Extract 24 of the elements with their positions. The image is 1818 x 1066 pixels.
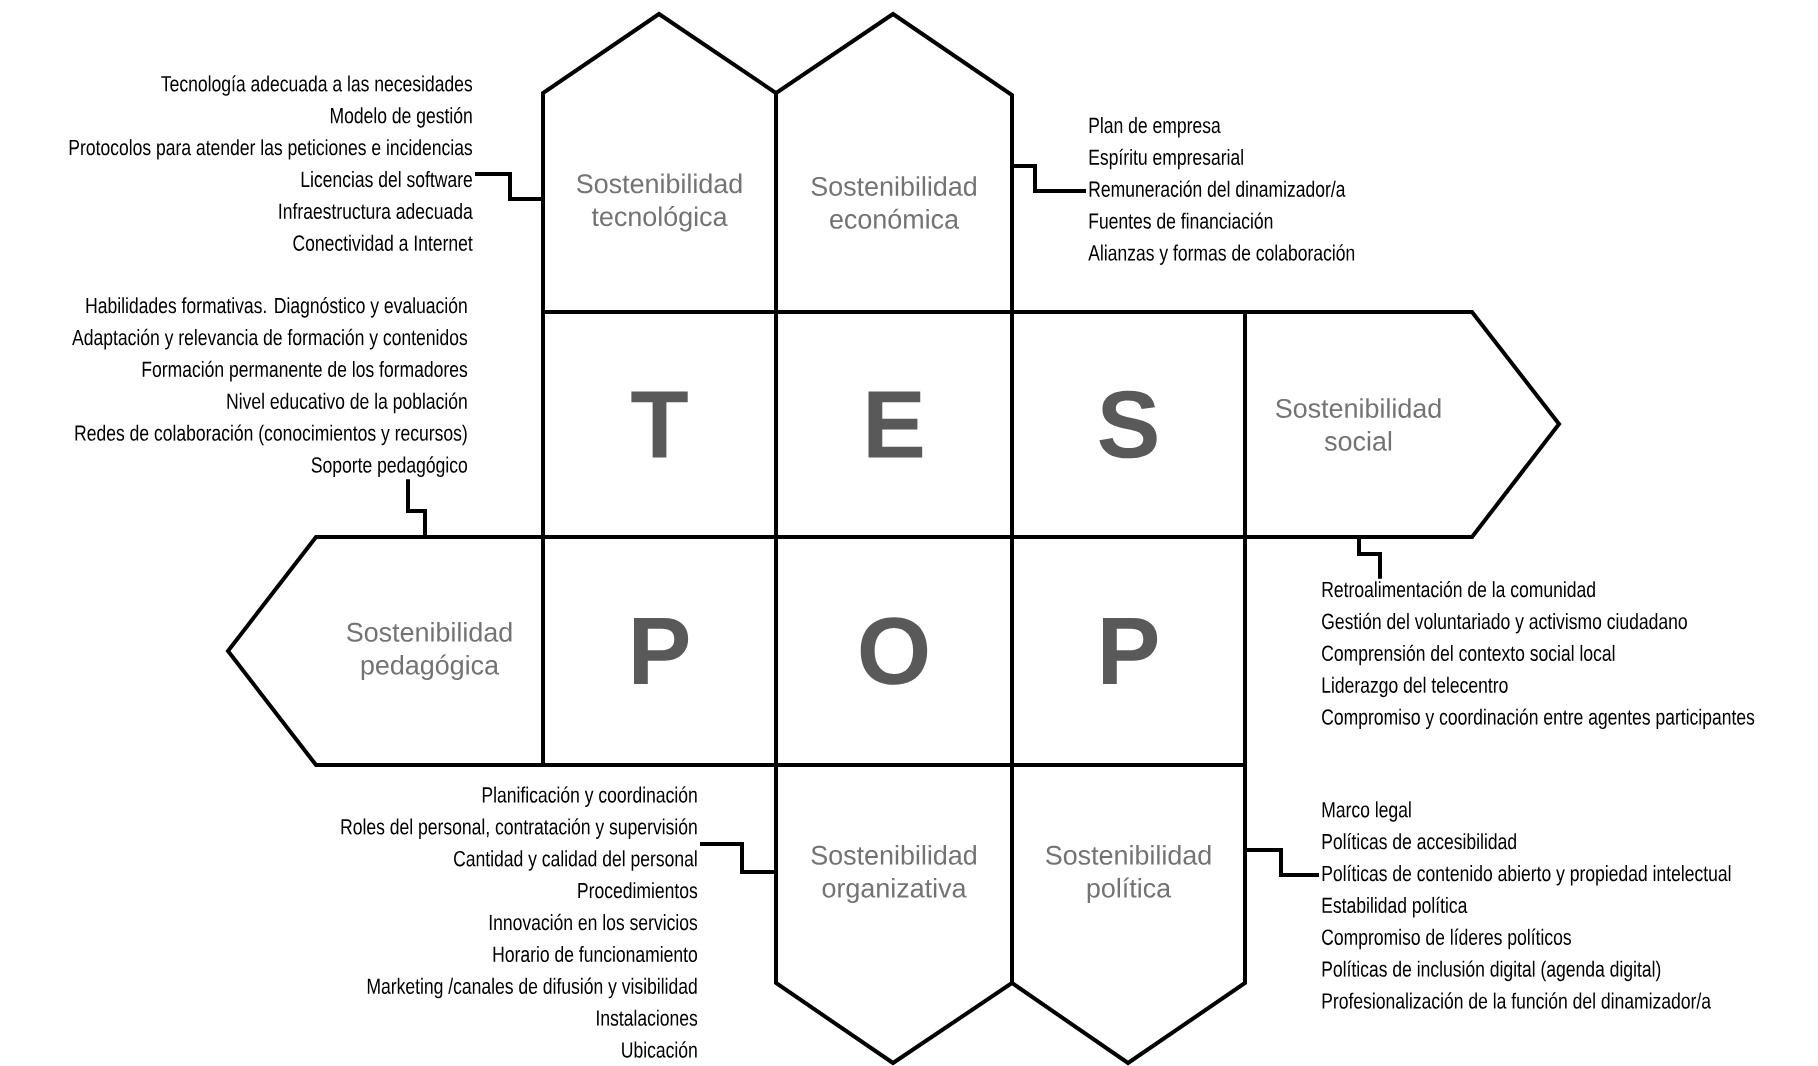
connector-line xyxy=(1245,848,1319,877)
letter-cell: T xyxy=(541,310,778,539)
pentagon-box: Sostenibilidad pedagógica xyxy=(225,535,545,767)
connector-line xyxy=(1012,164,1086,193)
connector-line xyxy=(475,172,543,201)
pentagon-box: Sostenibilidad política xyxy=(1010,763,1247,1066)
item-list: Marco legal Políticas de accesibilidad Políticas de contenido abierto y propiedad intelectual Estabilidad política Compromiso de líderes políticos Políticas de inclusión digital (agenda digital) Profesionalización de la función del dinamizador/a xyxy=(1322,801,1731,1009)
item-list: Plan de empresa Espíritu empresarial Remuneración del dinamizador/a Fuentes de financiación Alianzas y formas de colaboración xyxy=(1088,117,1355,265)
pentagon-box: Sostenibilidad organizativa xyxy=(774,763,1014,1066)
item-list: Retroalimentación de la comunidad Gestión del voluntariado y activismo ciudadano Comprensión del contexto social local Liderazgo del telecentro Compromiso y coordinación entre agentes participantes xyxy=(1322,580,1755,730)
item-list: Tecnología adecuada a las necesidades Modelo de gestión Protocolos para atender las peticiones e incidencias Licencias del software Infraestructura adecuada Conectividad a Internet xyxy=(69,75,473,251)
connector-line xyxy=(406,479,427,537)
pentagon-box: Sostenibilidad social xyxy=(1243,310,1562,539)
item-list: Habilidades formativas. Diagnóstico y evaluación Adaptación y relevancia de formación y contenidos Formación permanente de los formadores Nivel educativo de la población Redes de colaboración (conocimientos y recursos) Soporte pedagógico xyxy=(72,296,468,478)
connector-line xyxy=(1357,537,1382,579)
letter-cell: S xyxy=(1010,310,1247,539)
connector-line xyxy=(700,842,776,874)
letter-cell: E xyxy=(774,310,1014,539)
letter-cell: P xyxy=(1010,535,1247,767)
pentagon-box: Sostenibilidad tecnológica xyxy=(541,11,778,314)
pentagon-box: Sostenibilidad económica xyxy=(774,11,1014,314)
item-list: Planificación y coordinación Roles del personal, contratación y supervisión Cantidad y calidad del personal Procedimientos Innovación en los servicios Horario de funcionamiento Marketing /canales de difusión y visibilidad Instalaciones Ubicación xyxy=(341,786,698,1058)
letter-cell: P xyxy=(541,535,778,767)
letter-cell: O xyxy=(774,535,1014,767)
